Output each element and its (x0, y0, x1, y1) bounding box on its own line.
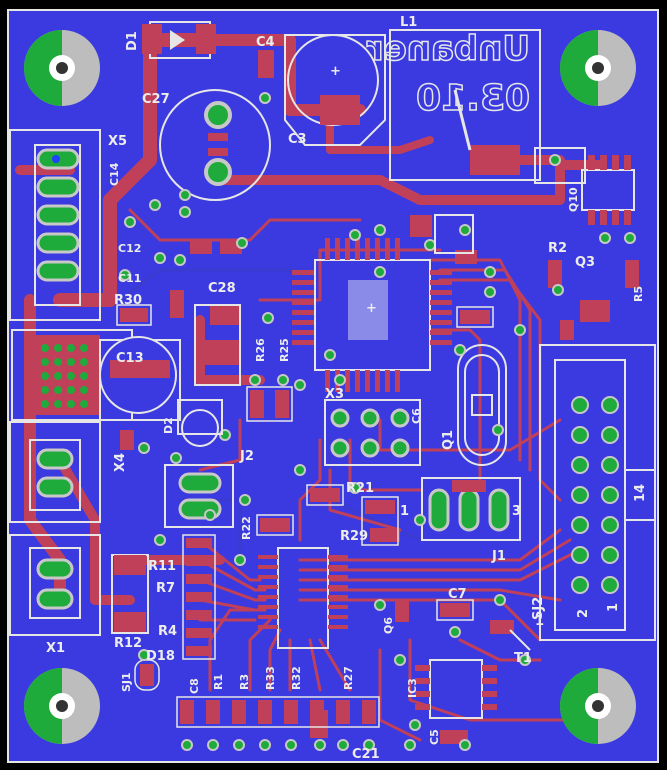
label-r11: R11 (148, 559, 176, 574)
label-c13: C13 (116, 351, 144, 366)
mirrored-text-group: Unbaner (366, 28, 531, 70)
label-r26: R26 (254, 338, 267, 362)
label-c7: C7 (448, 587, 467, 602)
label-r12: R12 (114, 636, 142, 651)
label-x5: X5 (108, 134, 127, 149)
label-c3: C3 (288, 132, 307, 147)
label-d18: D18 (146, 649, 175, 664)
label-c12: C12 (118, 242, 141, 255)
diode-r12 (111, 554, 149, 634)
label-r4: R4 (158, 624, 177, 639)
label-c5: C5 (428, 729, 441, 745)
regulator-j1 (421, 477, 521, 541)
label-x3: X3 (325, 387, 344, 402)
pin-markers: 14 1 2 1 3 1 (400, 484, 648, 629)
pin-2-marker: 2 (576, 609, 591, 618)
label-d2: D2 (162, 417, 175, 434)
header-x3 (324, 399, 421, 466)
diode-d1 (142, 21, 216, 59)
label-c11: C11 (118, 272, 141, 285)
label-j1: J1 (491, 549, 506, 564)
ic-q10 (581, 155, 635, 225)
label-r3: R3 (238, 674, 251, 690)
label-c14: C14 (108, 162, 121, 186)
board-outline (7, 9, 659, 763)
capacitor-c27 (159, 89, 271, 201)
label-r2: R2 (548, 241, 567, 256)
svg-text:+: + (366, 301, 377, 316)
label-l1: L1 (400, 15, 417, 30)
sj2-pin-1-marker: 1 (535, 614, 544, 629)
capacitor-c3: + (284, 34, 386, 146)
label-r5: R5 (632, 286, 645, 302)
label-r1: R1 (212, 674, 225, 690)
mirrored-code-group: 03.10 (415, 77, 530, 120)
vias (119, 92, 636, 751)
label-q3: Q3 (575, 255, 595, 270)
silk-marks (177, 147, 586, 651)
label-sj2: SJ2 (531, 597, 546, 620)
label-r25: R25 (278, 338, 291, 362)
pin-1-marker: 1 (606, 603, 621, 612)
label-r33: R33 (264, 666, 277, 690)
label-q10: Q10 (567, 187, 580, 212)
label-r30: R30 (114, 293, 142, 308)
label-c28: C28 (208, 281, 236, 296)
label-j2: J2 (239, 449, 254, 464)
label-c8: C8 (188, 678, 201, 694)
label-x1: X1 (46, 641, 65, 656)
mounting-hole-tr (560, 30, 636, 106)
j1-pin-1-marker: 1 (400, 504, 409, 519)
connector-x5 (9, 129, 101, 321)
mcu-qfp: + (292, 238, 452, 392)
label-c4: C4 (256, 35, 275, 50)
label-d1: D1 (125, 31, 140, 51)
label-r7: R7 (156, 581, 175, 596)
crystal-q1 (457, 344, 507, 466)
mounting-hole-bl (24, 668, 100, 744)
label-ic3: IC3 (406, 678, 419, 698)
capacitor-c13 (99, 336, 181, 421)
label-x4: X4 (113, 453, 128, 472)
label-sj1: SJ1 (120, 672, 133, 692)
svg-text:+: + (330, 64, 341, 79)
inductor-l1 (389, 29, 541, 181)
label-c6: C6 (410, 408, 423, 424)
ic-ssop (258, 547, 348, 649)
label-r21: R21 (346, 481, 374, 496)
label-c21: C21 (352, 747, 380, 762)
mirrored-code-text: 03.10 (416, 78, 530, 119)
ic-ic3 (415, 659, 497, 719)
smd-passives (116, 50, 639, 744)
label-r22: R22 (240, 516, 253, 540)
j1-pin-3-marker: 3 (512, 504, 521, 519)
label-q6: Q6 (382, 617, 395, 634)
mirrored-title-text: Unbaner (367, 29, 530, 69)
pin-14-marker: 14 (633, 484, 648, 502)
label-r27: R27 (342, 666, 355, 690)
mounting-hole-tl (24, 30, 100, 106)
label-c27: C27 (142, 92, 170, 107)
mounting-hole-br (560, 668, 636, 744)
label-r32: R32 (290, 666, 303, 690)
connector-x1 (9, 534, 101, 636)
label-q1: Q1 (441, 430, 456, 450)
label-r29: R29 (340, 529, 368, 544)
connector-j3 (539, 344, 656, 641)
label-t1: T1 (514, 651, 532, 666)
component-labels: D1 C4 L1 C27 C3 X5 C12 C11 C28 R30 R2 R5… (46, 15, 645, 762)
terminal-block-upper (9, 421, 101, 523)
